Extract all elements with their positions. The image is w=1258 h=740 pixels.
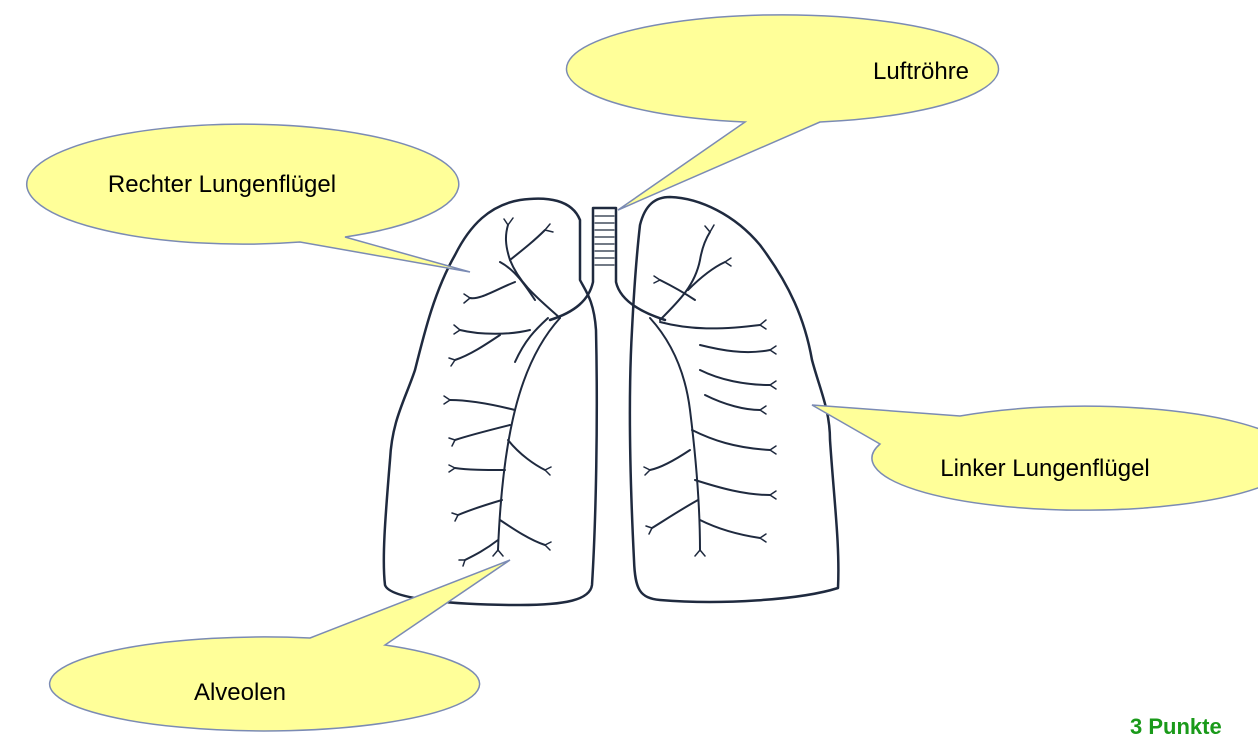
callout-right-lung: Rechter Lungenflügel (27, 124, 470, 272)
trachea-rings (595, 216, 614, 265)
callout-left-lung: Linker Lungenflügel (812, 405, 1258, 510)
callout-left-lung-label: Linker Lungenflügel (940, 455, 1150, 482)
callout-trachea-shape (567, 15, 999, 210)
callout-trachea-label: Luftröhre (873, 58, 969, 85)
callout-right-lung-label: Rechter Lungenflügel (108, 171, 336, 198)
callout-trachea: Luftröhre (567, 15, 999, 210)
lungs-illustration (384, 197, 839, 605)
left-lung-outline (630, 197, 839, 602)
score-label: 3 Punkte (1130, 714, 1222, 740)
callout-alveoli-label: Alveolen (194, 679, 286, 706)
callout-right-lung-shape (27, 124, 470, 272)
